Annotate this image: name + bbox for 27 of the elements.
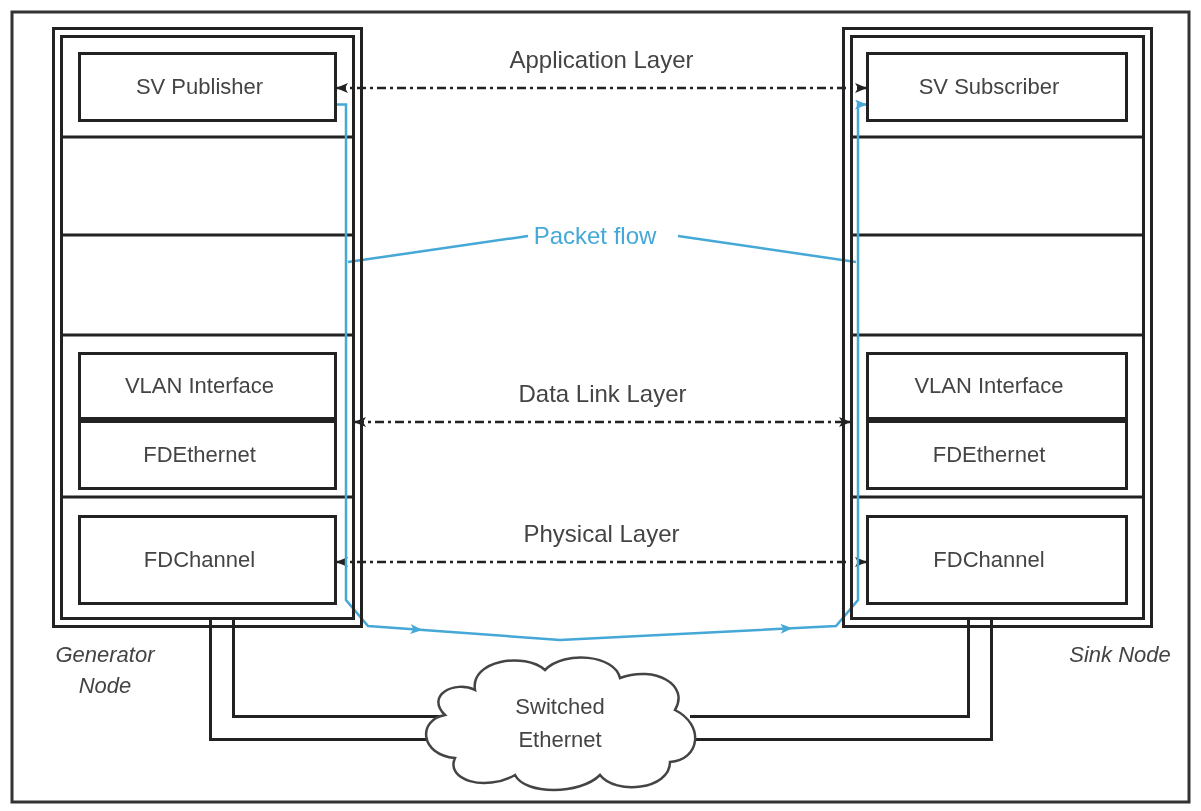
layer-box: [78, 352, 337, 420]
layer-label: FDChannel: [143, 547, 256, 573]
dashed-arrow: [354, 417, 851, 427]
dashed-arrow: [336, 557, 867, 567]
layer-box: [866, 515, 1128, 605]
layer-box: [866, 52, 1128, 122]
packet-flow-arrow: [336, 99, 867, 642]
layer-label: VLAN Interface: [914, 373, 1064, 399]
layer-box: [78, 420, 337, 490]
layer-label: VLAN Interface: [124, 373, 275, 399]
cable-connector: [690, 620, 993, 741]
layer-box: [78, 52, 337, 122]
cloud-label: Switched Ethernet: [514, 692, 606, 754]
layer-box: [866, 420, 1128, 490]
node-caption: Generator Node: [54, 641, 157, 700]
flow-label: Packet flow: [533, 222, 657, 250]
layer-box: [78, 515, 337, 605]
layer-label: SV Publisher: [135, 74, 264, 100]
layer-box: [866, 352, 1128, 420]
layer-label: SV Subscriber: [918, 74, 1060, 100]
layer-label: FDEthernet: [143, 442, 256, 468]
leader-line: [347, 234, 529, 264]
layer-label: FDEthernet: [932, 442, 1046, 468]
node-caption: Sink Node: [1068, 641, 1172, 669]
layer-label: FDChannel: [933, 547, 1045, 573]
leader-line: [677, 234, 857, 264]
dashed-arrow: [336, 83, 867, 93]
